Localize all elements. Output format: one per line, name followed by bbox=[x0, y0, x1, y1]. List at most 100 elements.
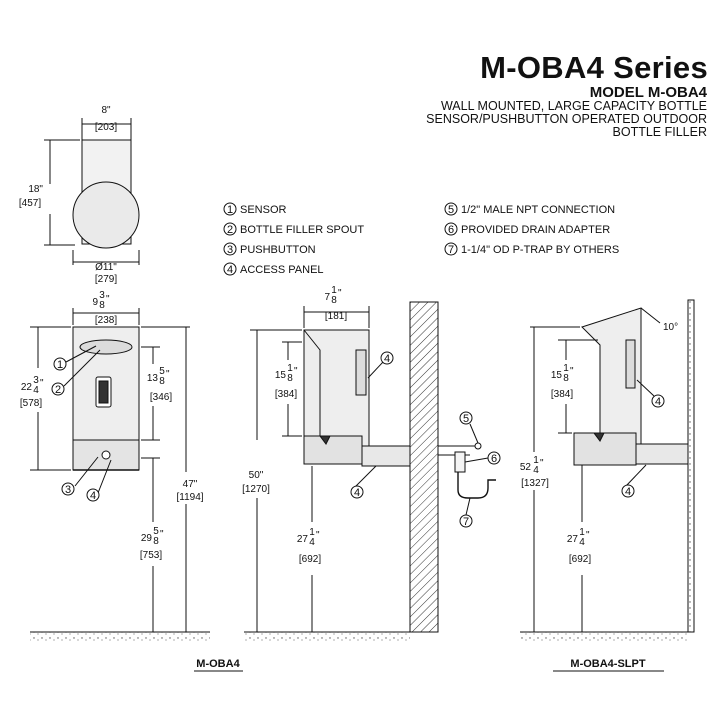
front-lower-whole: 29 bbox=[141, 533, 153, 544]
side-lower-den: 4 bbox=[309, 537, 315, 548]
slpt-view-spout bbox=[593, 432, 605, 442]
callout-marker bbox=[86, 488, 100, 502]
top-dia-mm: [279] bbox=[95, 274, 117, 285]
side-lower-whole: 27 bbox=[297, 534, 309, 545]
front-width-whole: 9 bbox=[92, 297, 98, 308]
legend-item: BOTTLE FILLER SPOUT bbox=[240, 224, 364, 236]
front-width-in-mark: " bbox=[106, 294, 110, 305]
callout-number: 6 bbox=[491, 453, 497, 465]
callout-number: 7 bbox=[463, 516, 469, 528]
top-dia-in: Ø11" bbox=[95, 262, 117, 273]
legend-item: PROVIDED DRAIN ADAPTER bbox=[461, 224, 610, 236]
slpt-total-den: 4 bbox=[533, 465, 539, 476]
legend-item: PUSHBUTTON bbox=[240, 244, 316, 256]
callout-number: 2 bbox=[55, 384, 61, 396]
description-line: BOTTLE FILLER bbox=[612, 125, 707, 139]
front-upper-num: 5 bbox=[159, 366, 165, 377]
front-view-label: M-OBA4 bbox=[196, 658, 240, 670]
legend-marker bbox=[223, 242, 237, 256]
side-lower-mm: [692] bbox=[299, 554, 321, 565]
callout-marker bbox=[350, 485, 364, 499]
callout-number: 3 bbox=[65, 484, 71, 496]
callout-marker bbox=[651, 394, 665, 408]
legend-marker-number: 3 bbox=[227, 244, 233, 256]
front-lower-in-mark: " bbox=[160, 529, 164, 540]
front-view bbox=[30, 308, 190, 632]
callout-number: 4 bbox=[384, 353, 390, 365]
callout-number: 4 bbox=[90, 490, 96, 502]
front-total-in: 47" bbox=[183, 479, 198, 490]
legend-marker bbox=[444, 202, 458, 216]
side-view-access-panel bbox=[355, 349, 367, 396]
legend-marker-number: 5 bbox=[448, 204, 454, 216]
side-upper-den: 8 bbox=[287, 373, 293, 384]
legend-item: 1-1/4" OD P-TRAP BY OTHERS bbox=[461, 244, 619, 256]
front-upper-whole: 13 bbox=[147, 373, 159, 384]
callout-marker bbox=[459, 514, 473, 528]
top-width-mm: [203] bbox=[95, 122, 117, 133]
front-width-den: 8 bbox=[99, 300, 105, 311]
callout-number: 4 bbox=[625, 486, 631, 498]
front-height-in-mark: " bbox=[40, 378, 44, 389]
side-upper-in-mark: " bbox=[294, 366, 298, 377]
floor-side bbox=[244, 632, 410, 641]
front-width-mm: [238] bbox=[95, 315, 117, 326]
slpt-wall bbox=[687, 299, 695, 633]
side-view-basin bbox=[303, 435, 363, 465]
callout-number: 5 bbox=[463, 413, 469, 425]
legend-item: SENSOR bbox=[240, 204, 287, 216]
front-upper-mm: [346] bbox=[150, 392, 172, 403]
callout-marker bbox=[380, 351, 394, 365]
slpt-total-mm: [1327] bbox=[521, 478, 549, 489]
legend-item: 1/2" MALE NPT CONNECTION bbox=[461, 204, 615, 216]
callout-marker bbox=[51, 382, 65, 396]
side-top-mm: [181] bbox=[325, 311, 347, 322]
floor-front bbox=[30, 632, 210, 641]
top-depth-mm: [457] bbox=[19, 198, 41, 209]
callout-marker bbox=[487, 451, 501, 465]
front-lower-mm: [753] bbox=[140, 550, 162, 561]
slpt-upper-whole: 15 bbox=[551, 370, 563, 381]
description-line: WALL MOUNTED, LARGE CAPACITY BOTTLE bbox=[440, 99, 707, 113]
side-view bbox=[250, 301, 496, 633]
legend-marker-number: 1 bbox=[227, 204, 233, 216]
callout-marker bbox=[459, 411, 473, 425]
slpt-angle: 10° bbox=[663, 322, 678, 333]
callout-marker bbox=[621, 484, 635, 498]
legend-marker bbox=[444, 222, 458, 236]
legend-marker bbox=[223, 262, 237, 276]
side-total-mm: [1270] bbox=[242, 484, 270, 495]
slpt-upper-mm: [384] bbox=[551, 389, 573, 400]
legend-marker bbox=[444, 242, 458, 256]
slpt-lower-whole: 27 bbox=[567, 534, 579, 545]
slpt-upper-in-mark: " bbox=[570, 366, 574, 377]
slpt-view-access-panel bbox=[625, 339, 636, 389]
legend-marker-number: 4 bbox=[227, 264, 233, 276]
slpt-view bbox=[530, 299, 695, 633]
front-height-num: 3 bbox=[33, 375, 39, 386]
legend-marker bbox=[223, 222, 237, 236]
slpt-lower-in-mark: " bbox=[586, 530, 590, 541]
product-description: WALL MOUNTED, LARGE CAPACITY BOTTLE SENS… bbox=[426, 100, 707, 139]
front-total-mm: [1194] bbox=[176, 492, 203, 503]
side-upper-num: 1 bbox=[287, 363, 293, 374]
legend-marker-number: 6 bbox=[448, 224, 454, 236]
npt-connection bbox=[474, 442, 482, 450]
slpt-lower-mm: [692] bbox=[569, 554, 591, 565]
drain-adapter bbox=[454, 451, 466, 473]
side-lower-num: 1 bbox=[309, 527, 315, 538]
front-callouts bbox=[51, 345, 112, 502]
front-upper-den: 8 bbox=[159, 376, 165, 387]
front-lower-den: 8 bbox=[153, 536, 159, 547]
side-top-num: 1 bbox=[331, 285, 337, 296]
front-view-pushbutton bbox=[101, 450, 111, 460]
top-view-basin bbox=[72, 181, 140, 249]
floor-slpt bbox=[520, 632, 688, 641]
series-title: M-OBA4 Series bbox=[480, 50, 708, 85]
side-upper-whole: 15 bbox=[275, 370, 287, 381]
slpt-total-in-mark: " bbox=[540, 458, 544, 469]
front-width-num: 3 bbox=[99, 290, 105, 301]
top-width-in: 8" bbox=[101, 105, 111, 116]
front-view-sensor-window bbox=[79, 339, 133, 355]
